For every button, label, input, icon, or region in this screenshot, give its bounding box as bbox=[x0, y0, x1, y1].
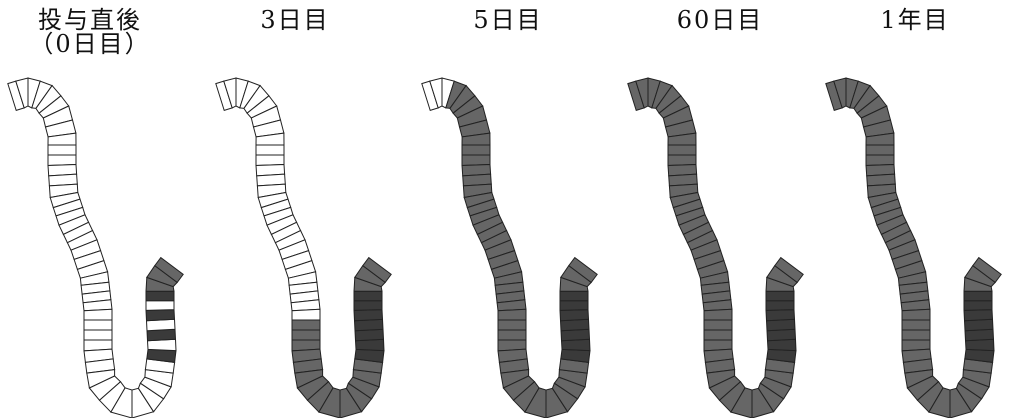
tube-segment bbox=[768, 339, 797, 350]
tube-segment bbox=[902, 330, 930, 340]
tube-segment bbox=[84, 320, 112, 330]
tube-segment bbox=[355, 319, 384, 330]
tube-segment bbox=[560, 291, 588, 300]
tube-segment bbox=[292, 309, 320, 320]
tube-segment bbox=[146, 301, 174, 311]
tube-segment bbox=[964, 291, 992, 300]
tube-segment bbox=[146, 310, 175, 321]
tube-segment bbox=[767, 319, 796, 330]
tube-panel-1 bbox=[216, 78, 391, 418]
tube-segment bbox=[147, 329, 176, 340]
tube-segment bbox=[966, 339, 995, 350]
tube-segment bbox=[354, 291, 382, 300]
tube-panel-3 bbox=[628, 78, 803, 418]
tube-segment bbox=[146, 291, 174, 300]
tube-segment bbox=[964, 310, 993, 321]
tube-segment bbox=[147, 319, 176, 330]
tube-segment bbox=[148, 339, 177, 350]
tube-segment bbox=[498, 309, 526, 320]
tube-segment bbox=[48, 155, 76, 166]
tube-segment bbox=[356, 339, 385, 350]
tube-segment bbox=[668, 155, 696, 166]
tube-segment bbox=[292, 330, 320, 340]
tube-segment bbox=[668, 145, 696, 155]
tube-segment bbox=[766, 310, 795, 321]
tube-segment bbox=[866, 145, 894, 155]
tube-segment bbox=[704, 330, 732, 340]
tube-segment bbox=[704, 320, 732, 330]
tube-panel-2 bbox=[422, 78, 597, 418]
tube-segment bbox=[560, 310, 589, 321]
tube-segment bbox=[498, 330, 526, 340]
tube-segment bbox=[462, 145, 490, 155]
tube-segment bbox=[902, 320, 930, 330]
tube-segment bbox=[964, 301, 992, 311]
tube-segment bbox=[902, 309, 930, 320]
tube-segment bbox=[498, 320, 526, 330]
tube-segment bbox=[292, 320, 320, 330]
tube-segment bbox=[965, 319, 994, 330]
tube-panel-0 bbox=[8, 78, 183, 418]
tube-segment bbox=[354, 310, 383, 321]
tube-segment bbox=[561, 319, 590, 330]
tube-segment bbox=[965, 329, 994, 340]
tube-segment bbox=[561, 329, 590, 340]
tube-segment bbox=[766, 301, 794, 311]
tube-segment bbox=[256, 155, 284, 166]
tube-segment bbox=[704, 309, 732, 320]
tube-segment bbox=[84, 330, 112, 340]
tube-segment bbox=[766, 291, 794, 300]
tube-segment bbox=[462, 155, 490, 166]
tube-segment bbox=[560, 301, 588, 311]
tube-segment bbox=[767, 329, 796, 340]
tube-segment bbox=[866, 155, 894, 166]
tube-segment bbox=[354, 301, 382, 311]
tube-segment bbox=[355, 329, 384, 340]
tube-panel-4 bbox=[826, 78, 1001, 418]
tube-segment bbox=[84, 309, 112, 320]
tube-segment bbox=[256, 145, 284, 155]
tube-segment bbox=[48, 145, 76, 155]
tube-segment bbox=[562, 339, 591, 350]
